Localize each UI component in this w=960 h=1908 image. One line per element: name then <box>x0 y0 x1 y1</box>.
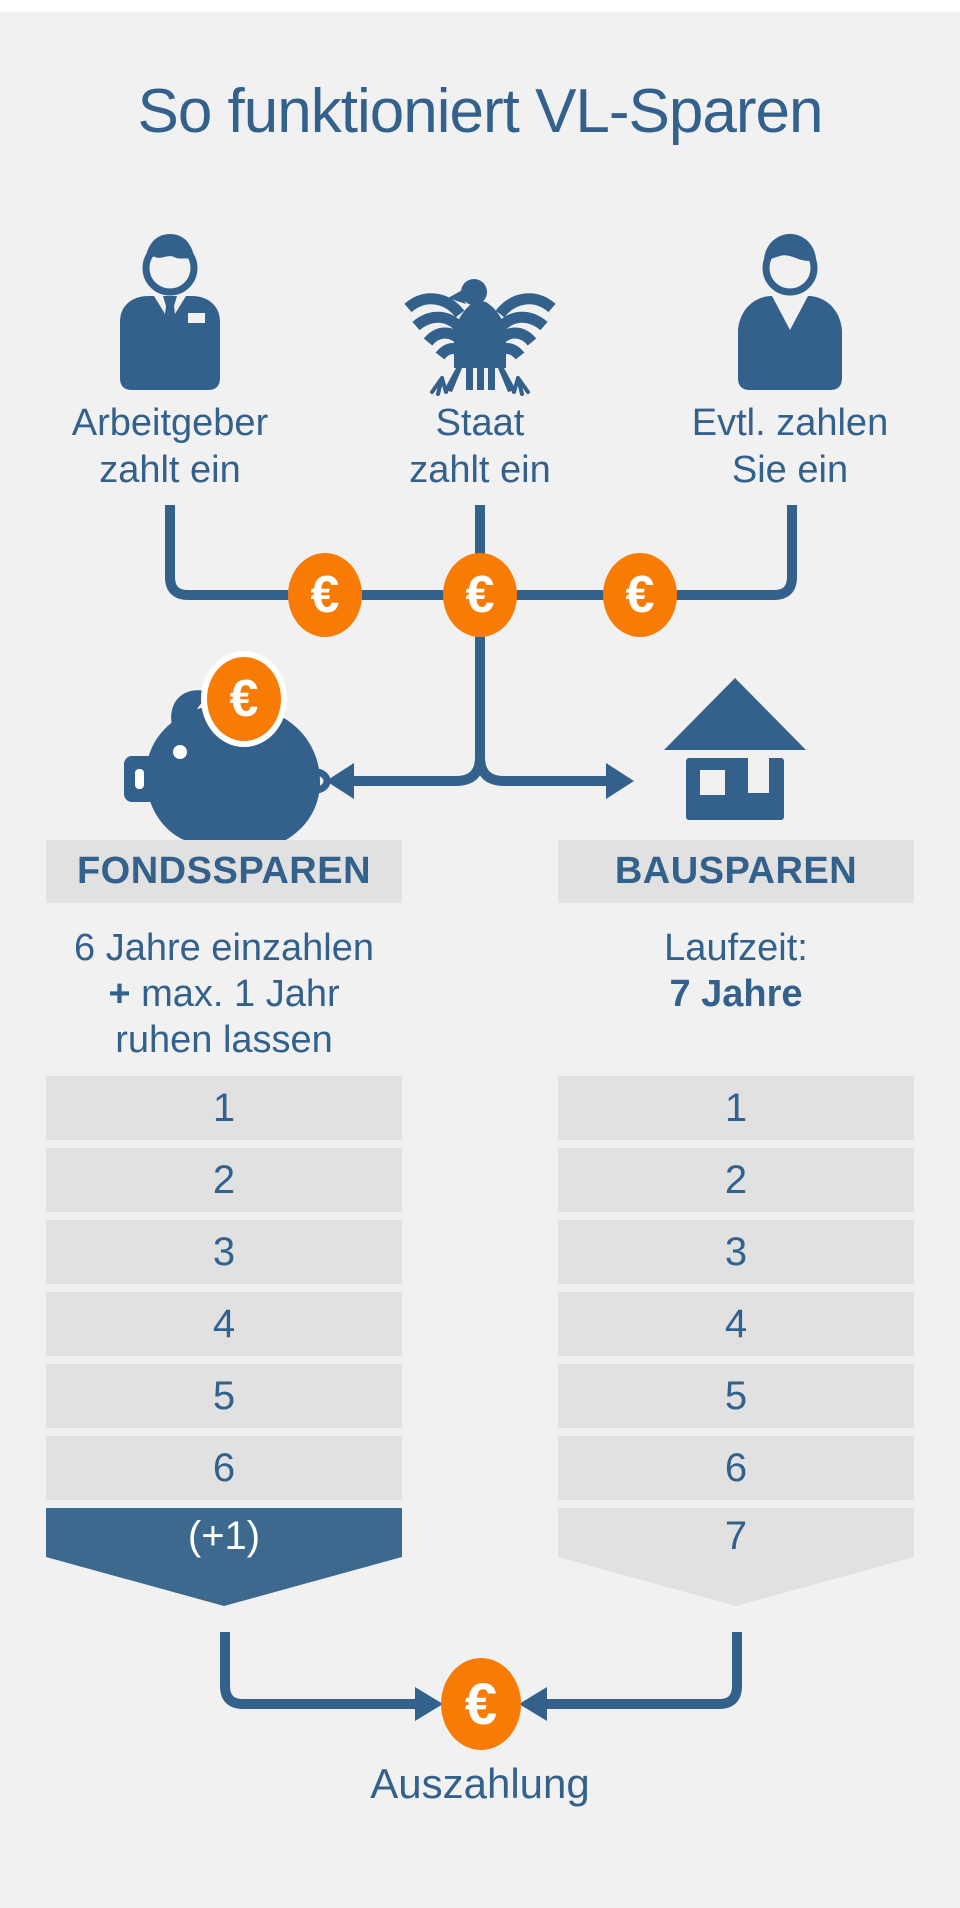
euro-coin-icon: € <box>288 553 362 637</box>
euro-coin-icon: € <box>201 651 287 747</box>
door <box>748 758 769 793</box>
year-row: 4 <box>46 1292 402 1356</box>
final-year-pennant-left: (+1) <box>46 1508 402 1606</box>
euro-symbol: € <box>229 670 259 728</box>
employer-label-line1: Arbeitgeber <box>71 402 269 444</box>
pig-eye <box>173 745 187 759</box>
saver-label-line1: Evtl. zahlen <box>691 402 889 444</box>
desc-line: ruhen lassen <box>115 1019 333 1061</box>
state-label: Staat zahlt ein <box>320 400 640 494</box>
window <box>700 770 725 795</box>
desc-line: + max. 1 Jahr <box>46 971 402 1017</box>
fondssparen-description: 6 Jahre einzahlen + max. 1 Jahr ruhen la… <box>46 925 402 1063</box>
bausparen-description: Laufzeit: 7 Jahre <box>558 925 914 1017</box>
arrowhead-to-payout-right <box>519 1687 547 1721</box>
desc-line: Laufzeit: <box>664 927 808 969</box>
employer-label: Arbeitgeber zahlt ein <box>10 400 330 494</box>
euro-symbol: € <box>625 566 655 624</box>
page-title: So funktioniert VL-Sparen <box>137 77 824 146</box>
payout-label: Auszahlung <box>370 1760 590 1807</box>
employer-icon <box>120 234 220 390</box>
year-row: 3 <box>46 1220 402 1284</box>
federal-eagle-icon <box>404 279 556 396</box>
year-row: 5 <box>46 1364 402 1428</box>
pig-tail <box>316 768 331 794</box>
euro-symbol: € <box>464 1671 498 1737</box>
year-row: 1 <box>558 1076 914 1140</box>
euro-symbol: € <box>465 566 495 624</box>
top-connector-lines <box>165 505 797 799</box>
bausparen-header: BAUSPAREN <box>558 840 914 903</box>
year-row: 2 <box>46 1148 402 1212</box>
roof <box>664 678 806 750</box>
plus-sign: + <box>108 973 131 1015</box>
state-label-line2: zahlt ein <box>409 449 551 491</box>
euro-coin-icon: € <box>441 1658 521 1750</box>
employer-label-line2: zahlt ein <box>99 449 241 491</box>
arrowhead-to-payout-left <box>415 1687 443 1721</box>
house-icon <box>664 678 806 820</box>
year-row: 6 <box>46 1436 402 1500</box>
desc-line-rest: max. 1 Jahr <box>141 973 340 1015</box>
piggy-bank-icon <box>124 690 331 864</box>
year-row: 6 <box>558 1436 914 1500</box>
year-row: 2 <box>558 1148 914 1212</box>
state-label-line1: Staat <box>435 402 525 444</box>
fondssparen-header: FONDSSPAREN <box>46 840 402 903</box>
year-row: 4 <box>558 1292 914 1356</box>
top-white-strip <box>0 0 960 12</box>
euro-coin-icon: € <box>603 553 677 637</box>
arrowhead-right <box>606 763 634 799</box>
person-icon <box>738 233 842 390</box>
year-row: 3 <box>558 1220 914 1284</box>
euro-symbol: € <box>310 566 340 624</box>
year-row: 1 <box>46 1076 402 1140</box>
euro-coin-icon: € <box>443 553 517 637</box>
arrowhead-left <box>326 763 354 799</box>
desc-line-duration: 7 Jahre <box>669 973 803 1015</box>
bottom-connector-lines <box>220 1632 742 1721</box>
final-year-pennant-right: 7 <box>558 1508 914 1606</box>
tie <box>163 296 177 345</box>
saver-label: Evtl. zahlen Sie ein <box>630 400 950 494</box>
pocket-square <box>188 313 205 323</box>
saver-label-line2: Sie ein <box>731 449 849 491</box>
year-row: 5 <box>558 1364 914 1428</box>
desc-line: 6 Jahre einzahlen <box>74 927 374 969</box>
